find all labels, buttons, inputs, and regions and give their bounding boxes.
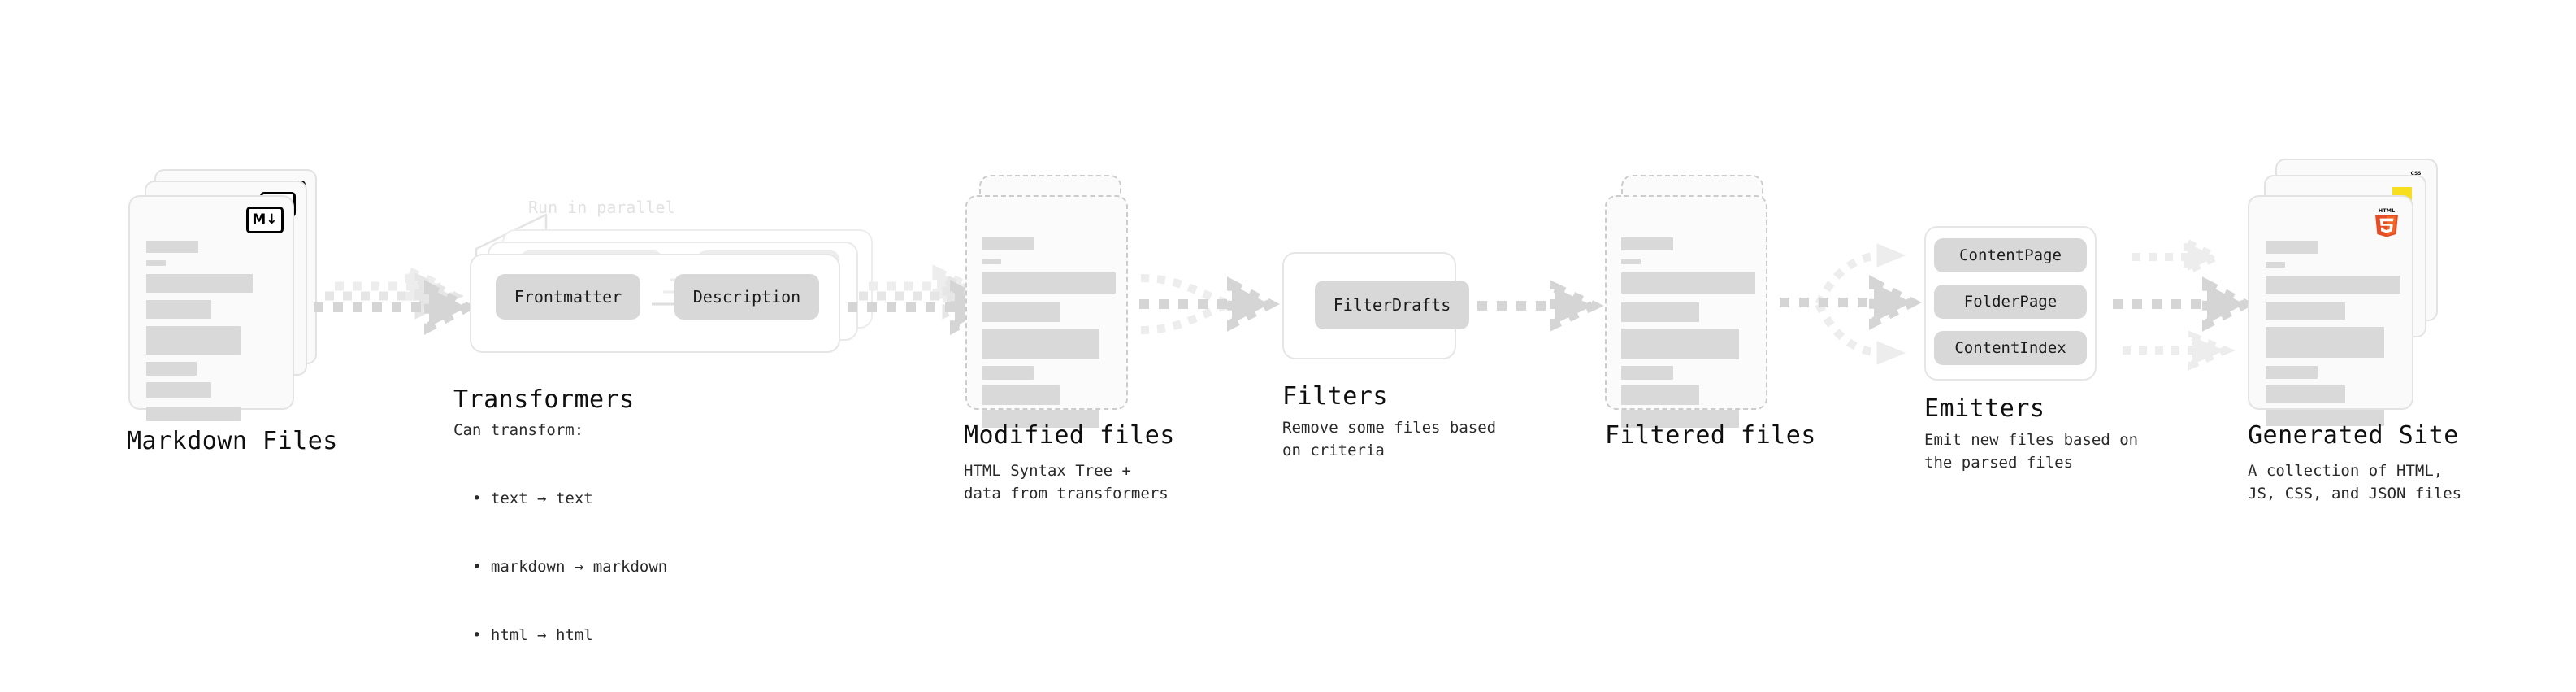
doc-line [146, 382, 211, 398]
svg-text:HTML: HTML [2379, 207, 2395, 214]
doc-line [146, 407, 241, 421]
connector-filters-to-filtered [1472, 280, 1604, 333]
generated-file-html: HTML [2248, 195, 2413, 426]
html5-icon: HTML [2373, 207, 2400, 237]
transformer-item-frontmatter[interactable]: Frontmatter [496, 274, 640, 320]
doc-line [2266, 385, 2345, 403]
transformer-bullet-list: • text → text • markdown → markdown • ht… [458, 442, 667, 692]
doc-line [1621, 237, 1673, 250]
stage-subtitle-transformers: Can transform: [453, 421, 584, 439]
stage-title-emitters: Emitters [1924, 394, 2045, 423]
stage-title-filters: Filters [1282, 382, 1388, 411]
markdown-file-front: M↓ [128, 195, 294, 421]
markdown-icon: M↓ [246, 207, 284, 233]
doc-line [146, 274, 253, 293]
doc-line [1621, 329, 1739, 359]
doc-line [982, 385, 1060, 405]
doc-line [146, 260, 166, 266]
connector-filtered-to-emitters [1772, 236, 1934, 370]
run-in-parallel-label: Run in parallel [528, 198, 675, 217]
bullet-item: • text → text [472, 490, 593, 507]
filter-item-filterdrafts[interactable]: FilterDrafts [1315, 281, 1469, 329]
bullet-item: • html → html [472, 626, 593, 644]
doc-line [146, 362, 197, 376]
doc-line [982, 259, 1001, 264]
emitter-item-contentindex[interactable]: ContentIndex [1934, 331, 2087, 365]
stage-title-generated-site: Generated Site [2248, 421, 2459, 450]
doc-line [2266, 410, 2384, 426]
stage-title-filtered-files: Filtered files [1605, 421, 1816, 450]
doc-line [2266, 366, 2318, 379]
connector-modified-to-filters [1130, 260, 1284, 366]
doc-line [1621, 410, 1739, 428]
stage-title-markdown-files: Markdown Files [127, 427, 338, 455]
bullet-text: text → text [490, 490, 593, 507]
doc-line [2266, 276, 2400, 294]
connector-emitters-to-site [2105, 232, 2259, 378]
doc-line [982, 329, 1099, 359]
emitter-item-folderpage[interactable]: FolderPage [1934, 285, 2087, 319]
doc-line [146, 241, 198, 253]
connector-md-to-transformers [307, 264, 477, 358]
doc-line [982, 237, 1034, 250]
bullet-item: • markdown → markdown [472, 558, 668, 576]
stage-title-transformers: Transformers [453, 385, 635, 414]
doc-line [2266, 327, 2384, 358]
doc-line [1621, 385, 1699, 405]
emitter-item-contentpage[interactable]: ContentPage [1934, 238, 2087, 272]
doc-line [2266, 262, 2285, 268]
doc-line [1621, 272, 1755, 294]
stage-subtitle-generated-site: A collection of HTML, JS, CSS, and JSON … [2248, 462, 2462, 503]
doc-line [2266, 241, 2318, 254]
stage-title-modified-files: Modified files [964, 421, 1175, 450]
bullet-text: markdown → markdown [490, 558, 668, 576]
doc-line [1621, 259, 1641, 264]
bullet-text: html → html [490, 626, 593, 644]
transformer-item-description[interactable]: Description [674, 274, 819, 320]
doc-line [2266, 302, 2345, 320]
stage-subtitle-filters: Remove some files based on criteria [1282, 419, 1497, 459]
doc-line [146, 326, 241, 355]
doc-line [1621, 366, 1673, 380]
doc-line [982, 272, 1116, 294]
stage-subtitle-emitters: Emit new files based on the parsed files [1924, 431, 2139, 472]
doc-line [982, 366, 1034, 380]
doc-line [146, 300, 211, 319]
doc-line [1621, 302, 1699, 322]
doc-line [982, 302, 1060, 322]
filtered-file-front [1605, 195, 1767, 428]
modified-file-front [965, 195, 1128, 428]
stage-subtitle-modified-files: HTML Syntax Tree + data from transformer… [964, 462, 1169, 503]
doc-line [982, 410, 1099, 428]
